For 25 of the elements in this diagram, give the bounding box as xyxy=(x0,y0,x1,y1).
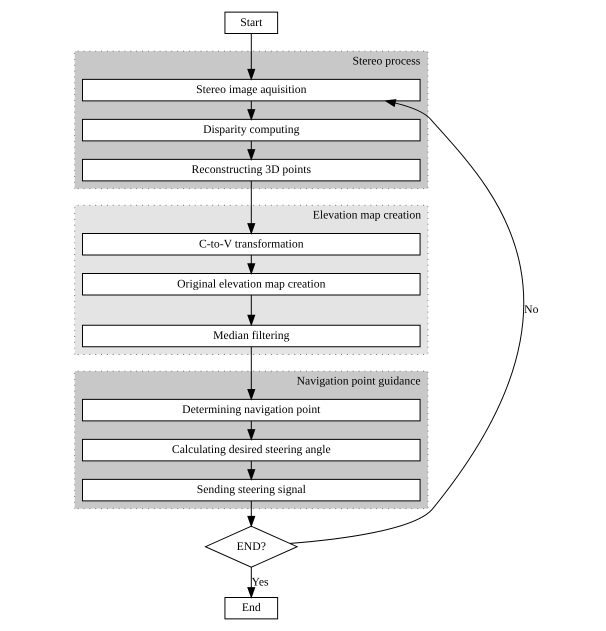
arrow xyxy=(247,100,256,121)
arrow xyxy=(290,99,524,544)
node-box: C-to-V transformation xyxy=(82,233,421,256)
arrow xyxy=(247,460,256,481)
node-box: Median filtering xyxy=(82,324,421,348)
edge-label: No xyxy=(524,303,538,316)
arrow xyxy=(247,420,256,441)
node-box: End xyxy=(224,596,278,620)
node-box: Stereo image aquisition xyxy=(82,78,421,102)
arrow xyxy=(247,254,256,275)
node-box: Sending steering signal xyxy=(82,478,421,502)
node-box: Original elevation map creation xyxy=(82,273,421,296)
arrow xyxy=(247,294,256,326)
arrow xyxy=(247,346,256,401)
node-box: Reconstructing 3D points xyxy=(82,158,421,182)
node-box: Start xyxy=(224,12,278,34)
arrow xyxy=(247,500,256,528)
node-diamond: END? xyxy=(204,526,298,568)
arrow xyxy=(247,33,256,81)
node-box: Determining navigation point xyxy=(82,398,421,422)
node-box: Disparity computing xyxy=(82,118,421,142)
arrow xyxy=(247,567,256,599)
arrow xyxy=(247,180,256,235)
node-box: Calculating desired steering angle xyxy=(82,438,421,462)
arrow xyxy=(247,140,256,161)
